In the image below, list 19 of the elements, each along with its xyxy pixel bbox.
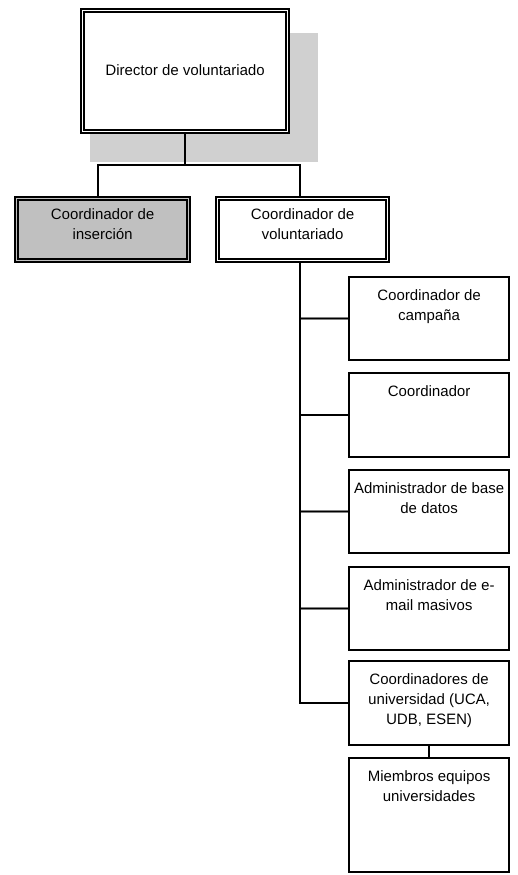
org-box (348, 757, 510, 873)
role-title: Administrador de base de datos (352, 479, 506, 519)
org-box (348, 566, 510, 651)
role-title: Coordinador (388, 382, 470, 402)
role-title: Coordinador de voluntariado (250, 205, 356, 245)
role-title: Coordinador de inserción (50, 205, 156, 245)
org-box (348, 372, 510, 458)
org-box (14, 196, 191, 263)
connector-line (428, 746, 430, 757)
role-title: Director de voluntariado (105, 61, 265, 81)
role-title: Coordinador de campaña (376, 286, 482, 326)
org-box (348, 660, 510, 746)
role-title: Administrador de e-mail masivos (362, 576, 496, 616)
org-box (215, 196, 390, 263)
org-box (348, 276, 510, 361)
org-box (80, 8, 290, 134)
org-box (348, 469, 510, 554)
role-title: Coordinadores de universidad (UCA, UDB, ESEN) (367, 670, 491, 730)
role-title: Miembros equipos universidades (366, 767, 492, 807)
